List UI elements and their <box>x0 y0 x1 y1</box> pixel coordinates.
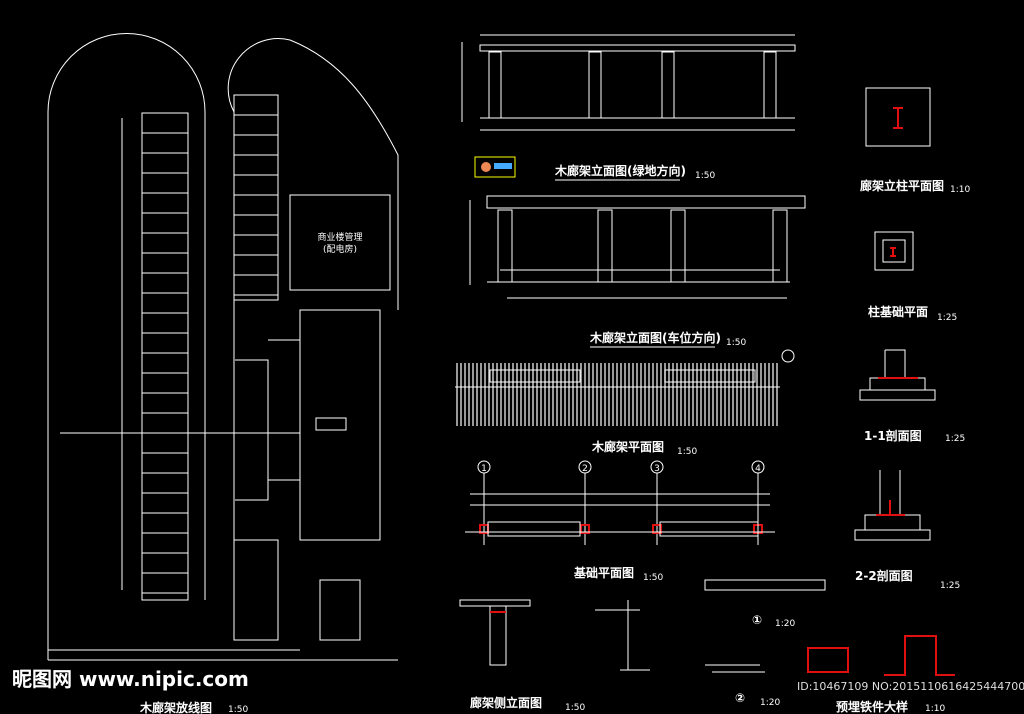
title-footing-plan: 柱基础平面 <box>868 304 928 319</box>
scale: 1:50 <box>643 573 663 583</box>
brick-column <box>597 209 613 283</box>
detail-2-marker: ② <box>735 691 745 705</box>
title-section-1: 1-1剖面图 <box>864 428 922 443</box>
steel-i-small <box>890 247 896 257</box>
beam-left <box>489 369 581 383</box>
section-2-2 <box>854 470 931 541</box>
scale: 1:50 <box>695 171 715 181</box>
axis-label: 2 <box>582 464 588 474</box>
watermark-site: 昵图网 www.nipic.com <box>12 667 249 691</box>
parking-stalls-right <box>234 114 278 296</box>
title-elevation-green: 木廊架立面图(绿地方向) <box>554 163 686 178</box>
drawing-titles: 木廊架立面图(绿地方向) 1:50 木廊架立面图(车位方向) 1:50 木廊架平… <box>139 163 970 714</box>
columns <box>488 51 777 119</box>
section-1-1 <box>859 349 936 401</box>
pergola-plan <box>455 349 795 426</box>
scale: 1:50 <box>565 703 585 713</box>
logo-icon <box>481 162 491 172</box>
footing-plan <box>874 231 914 271</box>
footing-beam <box>487 521 581 537</box>
elevation-green-side <box>461 34 796 131</box>
logo-text-mark <box>494 163 512 169</box>
title-plan: 木廊架平面图 <box>591 439 664 454</box>
logo-box <box>474 156 516 178</box>
steel-i-section <box>893 107 903 129</box>
title-column-plan: 廊架立柱平面图 <box>860 178 944 193</box>
embed-plate <box>807 647 849 673</box>
building-label-1: 商业楼管理 <box>317 231 362 243</box>
embed-anchor <box>884 635 955 676</box>
brick-column <box>670 209 686 283</box>
scale: 1:20 <box>760 698 780 708</box>
layout-plan: 商业楼管理 (配电房) <box>47 33 399 661</box>
plank-detail <box>704 579 826 591</box>
column-mark <box>652 524 662 534</box>
title-layout: 木廊架放线图 <box>139 700 212 714</box>
section-mark <box>781 349 795 363</box>
brick-column <box>488 51 502 119</box>
beam-right <box>664 369 756 383</box>
scale: 1:25 <box>937 313 957 323</box>
brick-column <box>763 51 777 119</box>
side-elevation <box>459 599 531 666</box>
right-strip-outline <box>227 38 399 640</box>
scale: 1:25 <box>945 434 965 444</box>
building-label-2: (配电房) <box>323 243 357 255</box>
scale: 1:50 <box>726 338 746 348</box>
title-side-elevation: 廊架侧立面图 <box>470 695 542 710</box>
stair <box>315 417 347 431</box>
footing-beam <box>659 521 759 537</box>
beam <box>486 195 806 209</box>
pavilion-building <box>235 309 381 541</box>
axis-label: 3 <box>654 464 660 474</box>
detail-1 <box>595 600 650 671</box>
embed-plate-2 <box>876 500 905 516</box>
scale: 1:25 <box>940 581 960 591</box>
left-strip-outline <box>47 33 206 660</box>
title-foundation: 基础平面图 <box>573 565 634 580</box>
axis-label: 1 <box>481 464 487 474</box>
scale: 1:50 <box>228 705 248 714</box>
scale: 1:10 <box>925 704 945 714</box>
title-section-2: 2-2剖面图 <box>855 568 913 583</box>
column-mark <box>580 524 590 534</box>
title-embed-detail: 预埋铁件大样 <box>836 699 908 714</box>
watermark-id: ID:10467109 NO:20151106164254447000 <box>797 680 1024 693</box>
detail-1-marker: ① <box>752 613 762 627</box>
scale: 1:20 <box>775 619 795 629</box>
stair-block <box>319 579 361 641</box>
brick-column <box>661 51 675 119</box>
scale: 1:10 <box>950 185 970 195</box>
axis-label: 4 <box>755 464 761 474</box>
parking-stalls-left <box>142 112 188 594</box>
beam <box>479 44 796 52</box>
parking-column-left <box>141 112 189 601</box>
parking-column-right <box>233 94 279 301</box>
detail-2-lines <box>705 664 765 673</box>
brick-column <box>497 209 513 283</box>
elevation-parking-side <box>469 195 806 299</box>
slats <box>456 363 778 426</box>
brick-column <box>772 209 788 283</box>
building-box <box>289 194 391 291</box>
brick-column <box>588 51 602 119</box>
scale: 1:50 <box>677 447 697 457</box>
lower-stalls <box>233 539 279 641</box>
title-elevation-parking: 木廊架立面图(车位方向) <box>589 330 721 345</box>
column-plan <box>865 87 931 147</box>
columns <box>497 209 788 283</box>
footing-column <box>882 239 906 263</box>
foundation-plan: 1 2 3 4 <box>465 460 775 545</box>
